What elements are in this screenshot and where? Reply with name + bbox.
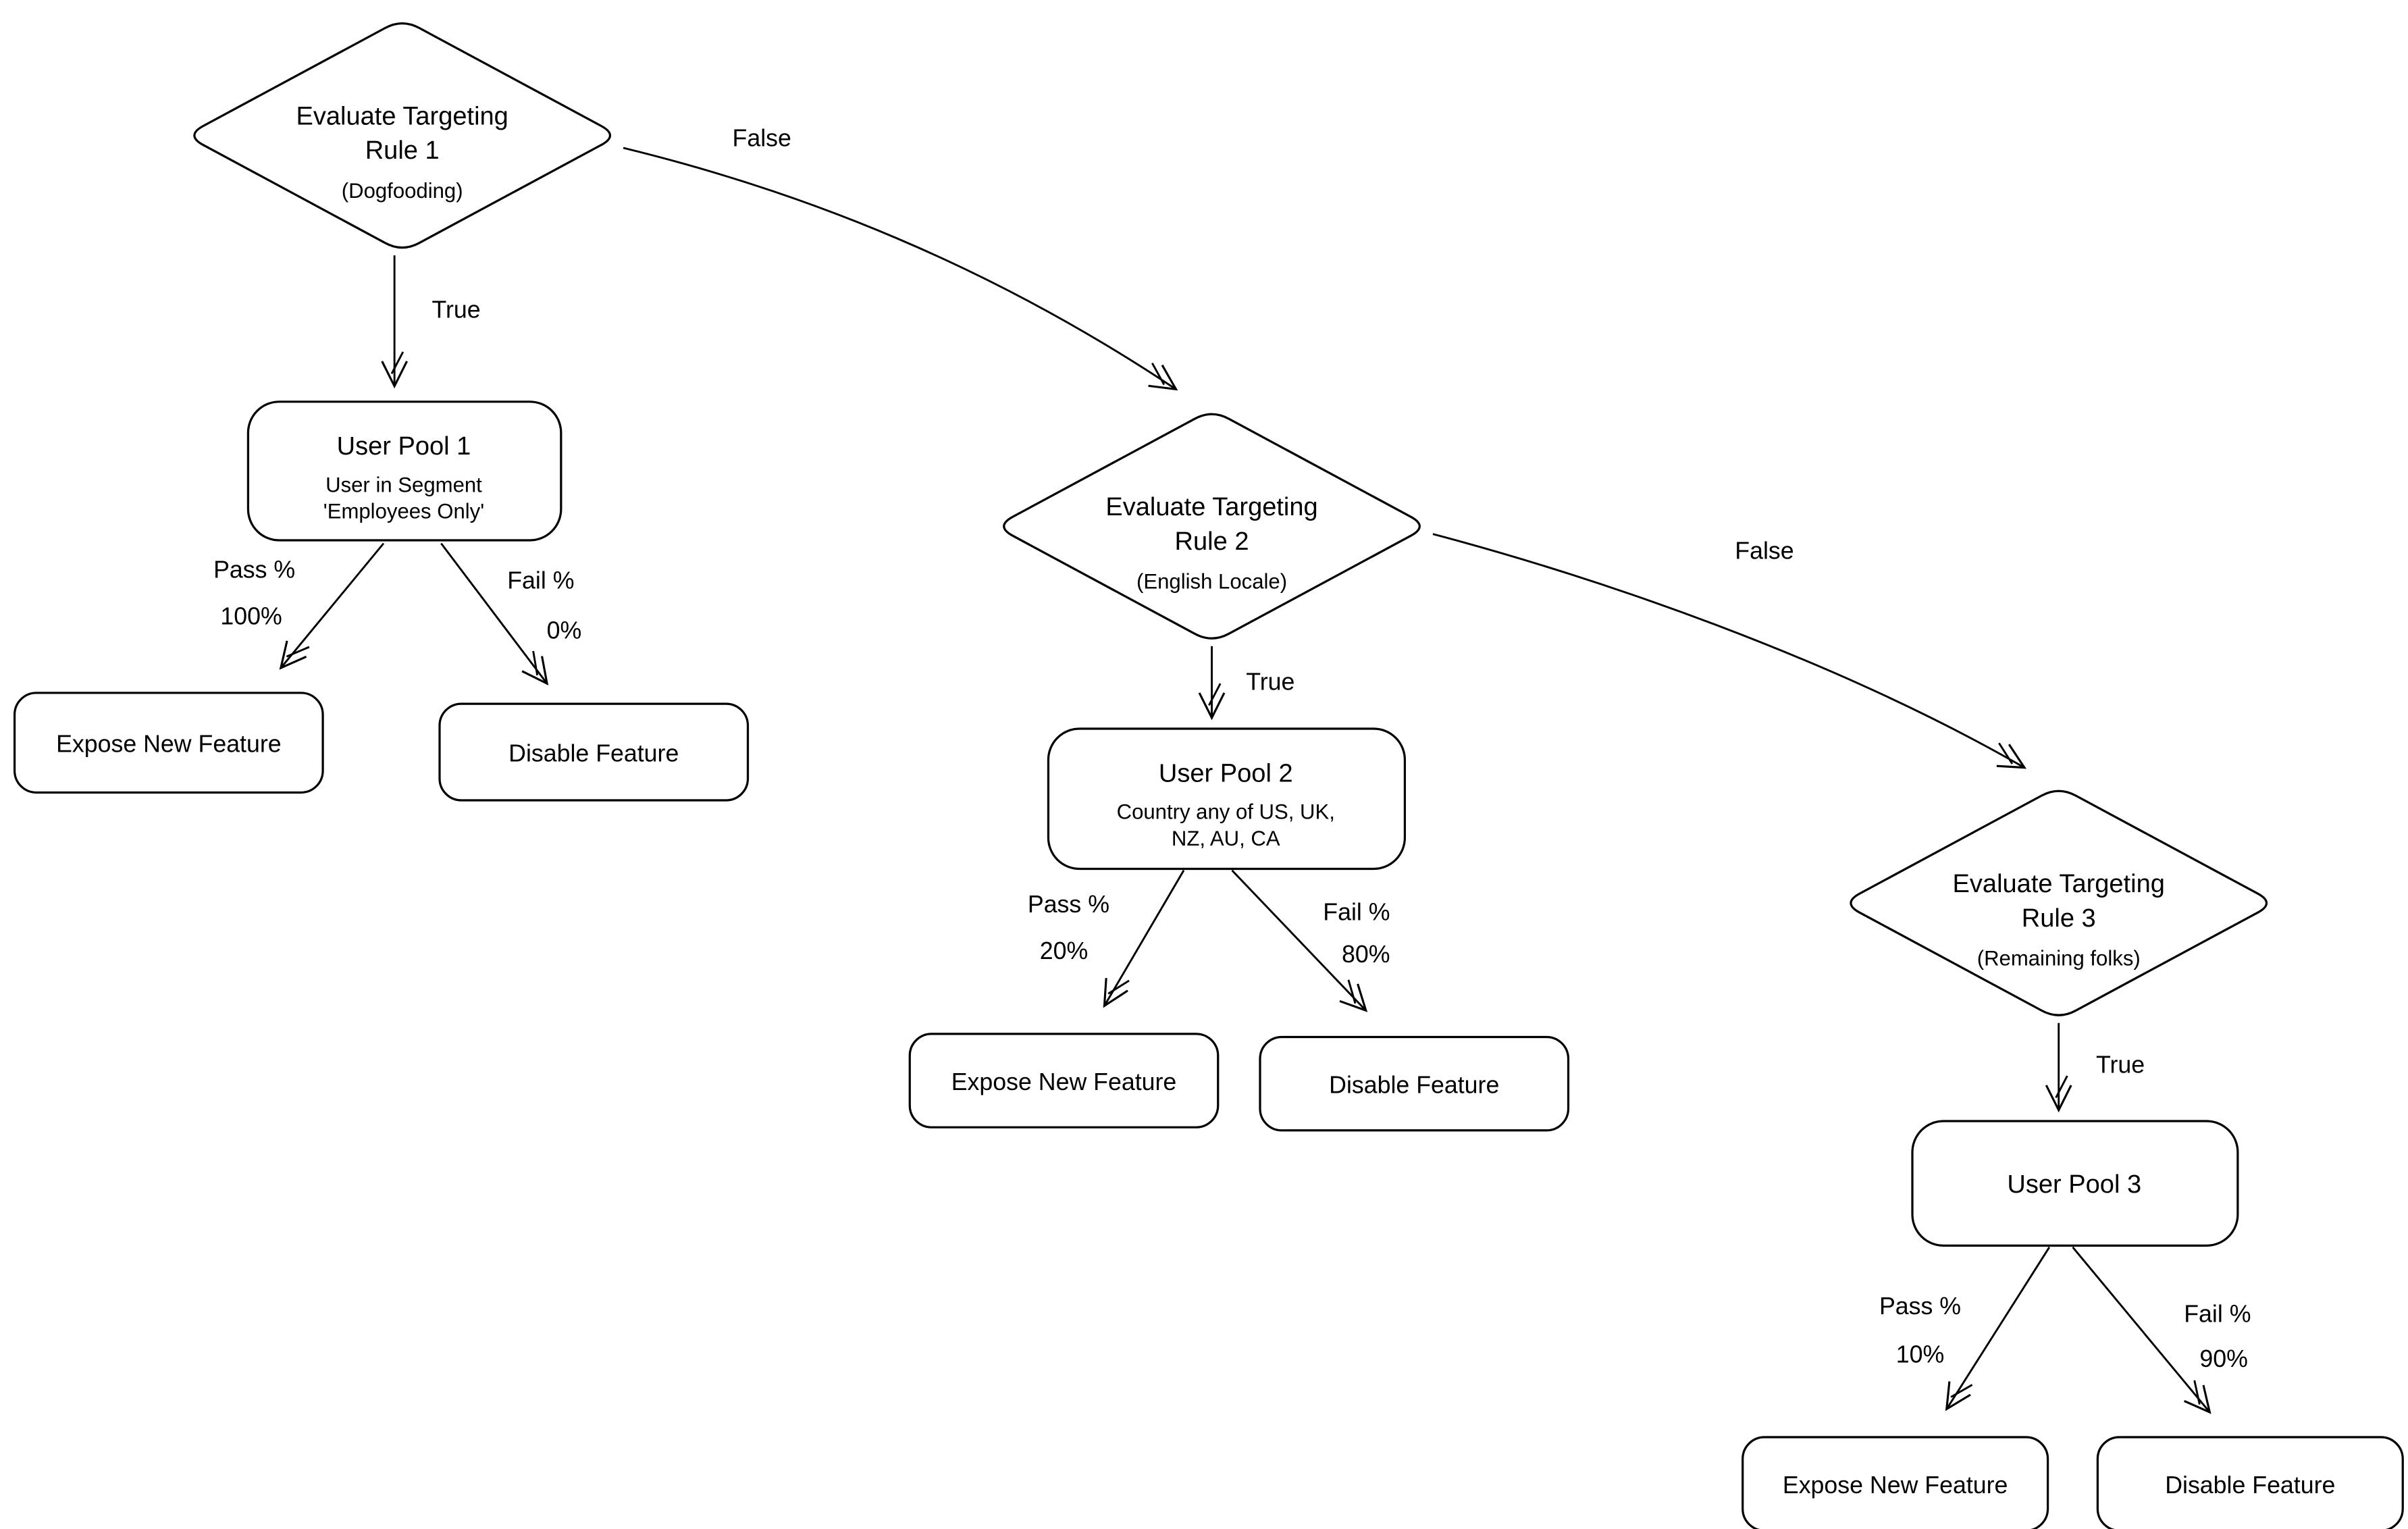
edge-pool1-pass: Pass % 100% xyxy=(213,542,385,670)
edge-pool3-fail-line xyxy=(2072,1246,2211,1414)
edge-pool1-pass-line xyxy=(279,542,385,670)
node-rule3: Evaluate Targeting Rule 3 (Remaining fol… xyxy=(1850,789,2268,1016)
edge-pool2-pass: Pass % 20% xyxy=(1028,870,1185,1008)
rule2-title-line2: Rule 2 xyxy=(1175,527,1249,556)
pool1-title: User Pool 1 xyxy=(337,432,471,461)
node-disable2: Disable Feature xyxy=(1259,1035,1570,1132)
rule1-title-line1: Evaluate Targeting xyxy=(296,102,508,130)
rule3-subtitle: (Remaining folks) xyxy=(1977,946,2141,970)
rule1-diamond xyxy=(193,22,612,249)
edge-rule2-false: False xyxy=(1432,533,2027,769)
pool2-box xyxy=(1047,727,1407,871)
edge-pool1-pass-value: 100% xyxy=(220,603,282,630)
edge-pool3-pass-line xyxy=(1945,1246,2051,1411)
node-pool2: User Pool 2 Country any of US, UK, NZ, A… xyxy=(1047,727,1407,871)
pool2-subtitle-line1: Country any of US, UK, xyxy=(1117,800,1335,824)
rule1-title-line2: Rule 1 xyxy=(365,136,440,165)
pool1-subtitle-line1: User in Segment xyxy=(325,473,482,497)
edge-rule2-true: True xyxy=(1198,646,1294,721)
rule2-title-line1: Evaluate Targeting xyxy=(1105,493,1317,521)
pool1-subtitle-line2: 'Employees Only' xyxy=(323,500,484,523)
edge-pool1-pass-label: Pass % xyxy=(213,556,295,583)
pool3-box xyxy=(1911,1120,2239,1247)
edge-pool1-fail: Fail % 0% xyxy=(440,542,582,685)
edge-pool2-fail-line xyxy=(1231,869,1368,1012)
node-pool1: User Pool 1 User in Segment 'Employees O… xyxy=(246,400,562,542)
edge-rule1-false: False xyxy=(623,125,1178,391)
edge-pool2-pass-label: Pass % xyxy=(1028,891,1109,918)
edge-rule1-true: True xyxy=(381,255,481,389)
edge-rule2-false-line xyxy=(1432,533,2027,769)
edge-pool2-fail-label: Fail % xyxy=(1323,899,1390,926)
node-disable1: Disable Feature xyxy=(438,702,750,802)
edge-rule1-false-label: False xyxy=(733,125,791,152)
edge-rule3-true: True xyxy=(2045,1022,2145,1113)
edge-pool1-fail-label: Fail % xyxy=(507,567,574,594)
edge-rule2-true-label: True xyxy=(1246,668,1294,695)
rule3-diamond xyxy=(1850,789,2268,1016)
edge-rule3-true-label: True xyxy=(2096,1051,2145,1078)
pool2-subtitle-line2: NZ, AU, CA xyxy=(1172,827,1280,850)
disable3-box xyxy=(2096,1436,2404,1529)
node-expose2: Expose New Feature xyxy=(908,1033,1220,1129)
pool3-title: User Pool 3 xyxy=(2007,1170,2141,1199)
node-expose3: Expose New Feature xyxy=(1742,1436,2049,1529)
expose1-box xyxy=(13,692,324,794)
disable2-box xyxy=(1259,1035,1570,1132)
expose2-box xyxy=(908,1033,1220,1129)
edge-pool2-pass-value: 20% xyxy=(1040,937,1089,964)
edge-rule1-true-label: True xyxy=(431,296,480,323)
node-disable3: Disable Feature xyxy=(2096,1436,2404,1529)
expose3-label: Expose New Feature xyxy=(1783,1472,2008,1499)
disable2-label: Disable Feature xyxy=(1329,1071,1499,1098)
pool1-box xyxy=(246,400,562,542)
edge-pool3-pass: Pass % 10% xyxy=(1879,1246,2051,1411)
rule2-subtitle: (English Locale) xyxy=(1136,569,1287,593)
pool2-title: User Pool 2 xyxy=(1159,759,1293,787)
edge-pool3-pass-label: Pass % xyxy=(1879,1293,1961,1320)
edge-pool2-fail: Fail % 80% xyxy=(1231,869,1390,1012)
rule1-subtitle: (Dogfooding) xyxy=(342,179,463,203)
edge-pool3-pass-value: 10% xyxy=(1896,1341,1945,1368)
node-expose1: Expose New Feature xyxy=(13,692,324,794)
edge-pool3-fail-label: Fail % xyxy=(2184,1300,2251,1327)
edge-pool3-fail-value: 90% xyxy=(2199,1345,2248,1372)
edge-pool2-pass-line xyxy=(1103,870,1185,1008)
expose1-label: Expose New Feature xyxy=(56,731,282,758)
node-pool3: User Pool 3 xyxy=(1911,1120,2239,1247)
edge-rule1-false-line xyxy=(623,147,1178,391)
rule3-title-line2: Rule 3 xyxy=(2022,904,2096,933)
edge-pool3-fail: Fail % 90% xyxy=(2072,1246,2251,1414)
disable1-box xyxy=(438,702,750,802)
node-rule2: Evaluate Targeting Rule 2 (English Local… xyxy=(1003,413,1421,640)
node-rule1: Evaluate Targeting Rule 1 (Dogfooding) xyxy=(193,22,612,249)
edge-pool1-fail-line xyxy=(440,542,549,685)
edge-pool1-fail-value: 0% xyxy=(547,617,582,644)
rule2-diamond xyxy=(1003,413,1421,640)
disable3-label: Disable Feature xyxy=(2165,1472,2335,1499)
edge-rule2-false-label: False xyxy=(1735,538,1794,565)
edge-pool2-fail-value: 80% xyxy=(1342,941,1390,968)
expose3-box xyxy=(1742,1436,2049,1529)
expose2-label: Expose New Feature xyxy=(951,1068,1177,1095)
disable1-label: Disable Feature xyxy=(508,740,679,767)
rule3-title-line1: Evaluate Targeting xyxy=(1953,870,2165,898)
